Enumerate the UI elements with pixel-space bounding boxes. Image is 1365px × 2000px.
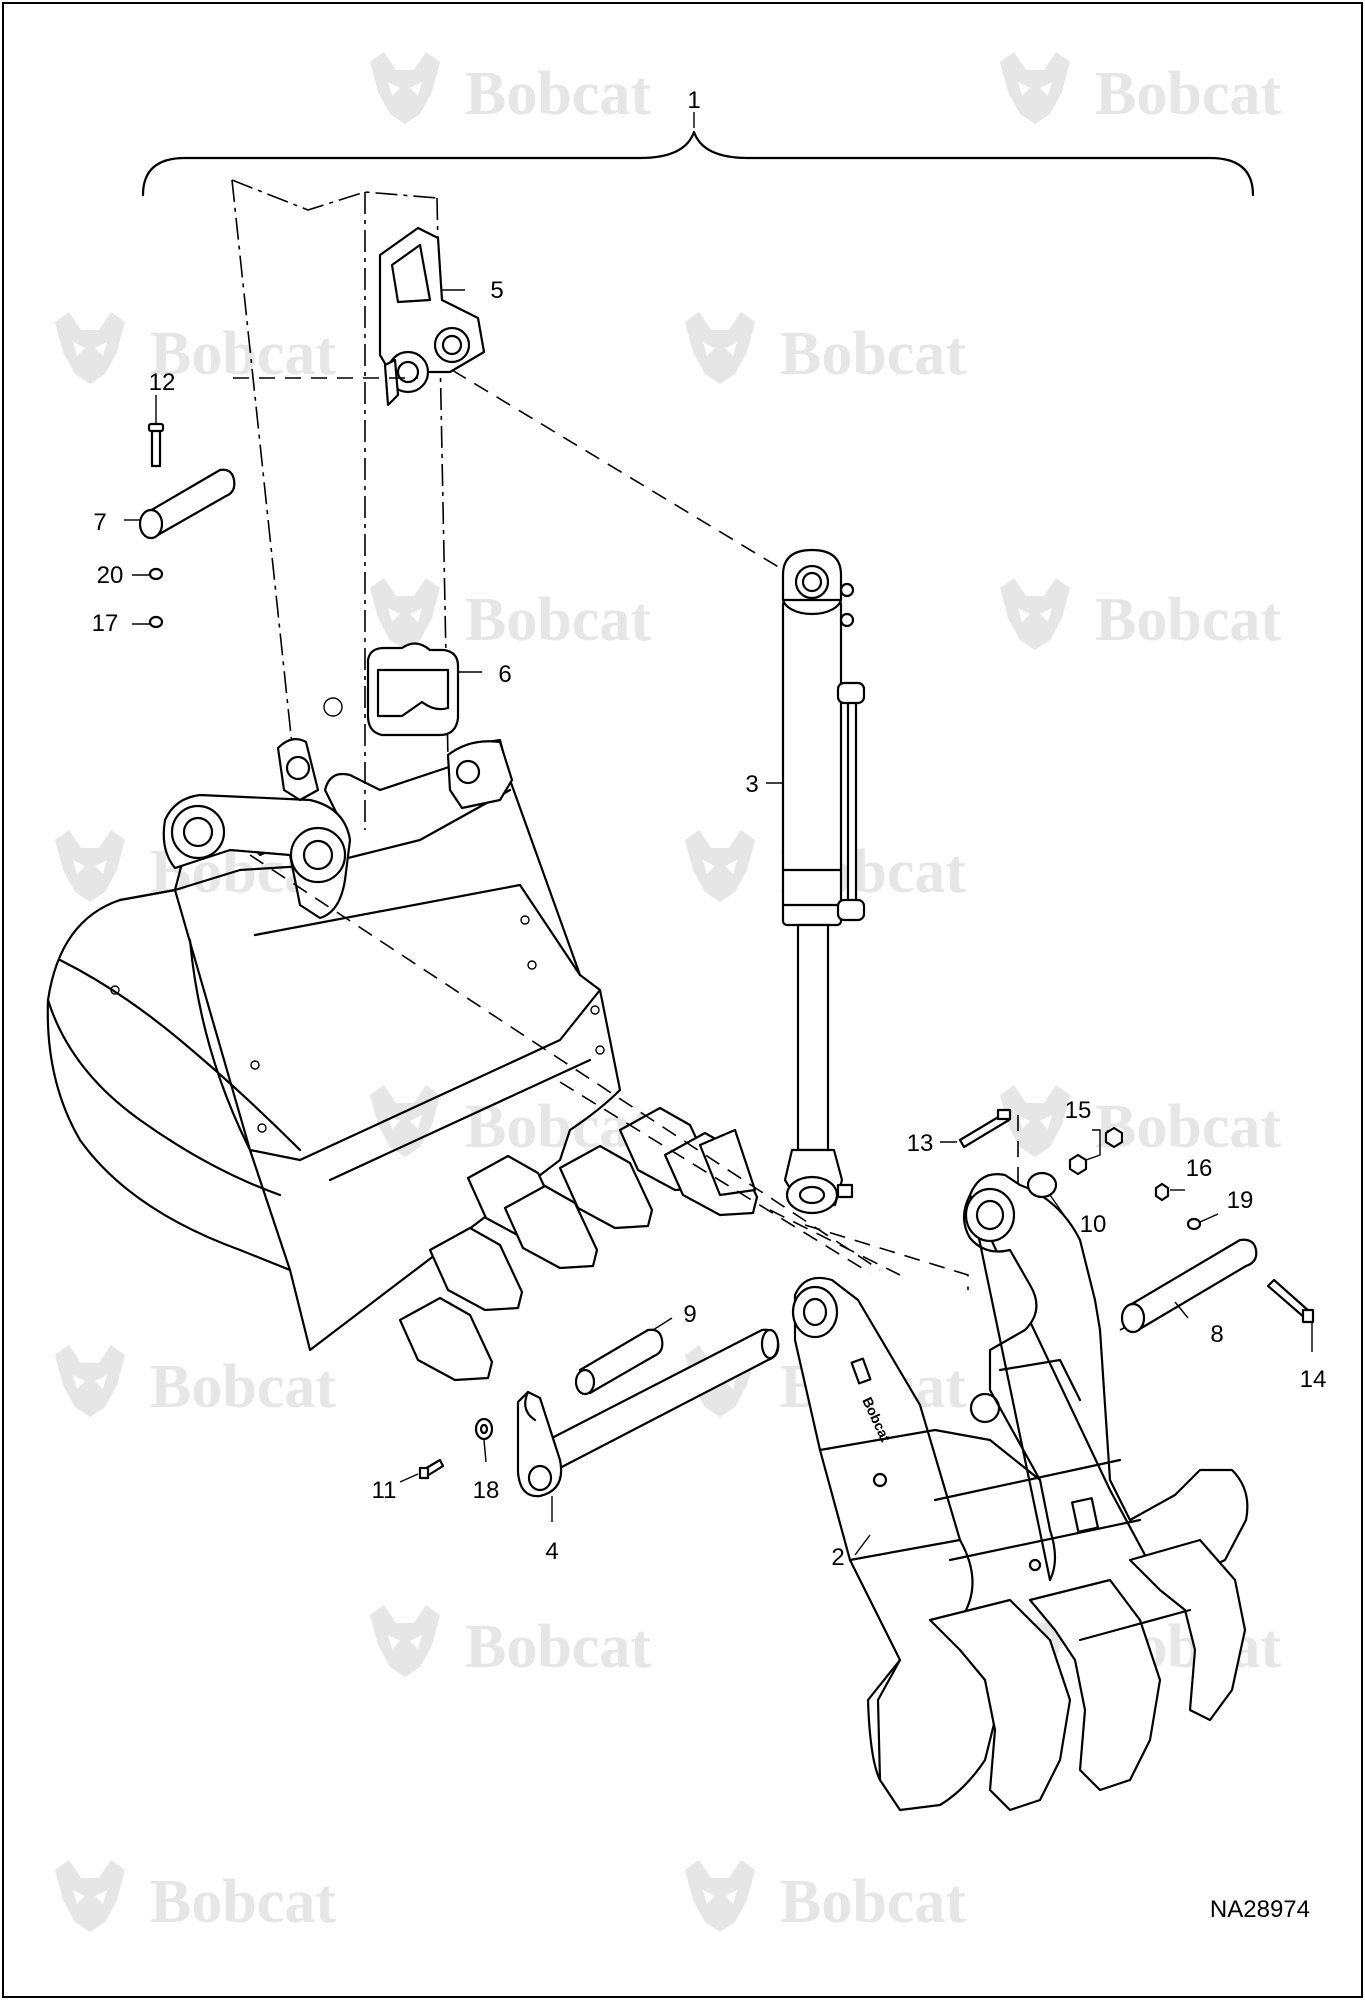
callout-9: 9 — [683, 1301, 696, 1328]
callout-6: 6 — [498, 661, 511, 688]
watermark-text: Bobcat — [1095, 1093, 1281, 1161]
pin-bolt — [147, 422, 165, 468]
assembly-brace — [141, 130, 1255, 197]
watermark-text: Bobcat — [150, 1868, 336, 1936]
callout-12: 12 — [149, 369, 176, 396]
callout-16: 16 — [1186, 1155, 1213, 1182]
watermark-text: Bobcat — [465, 586, 651, 654]
watermark-text: Bobcat — [780, 320, 966, 388]
watermark-text: Bobcat — [465, 60, 651, 128]
hydraulic-cylinder — [781, 548, 866, 1215]
callout-2: 2 — [831, 1544, 844, 1571]
long-pin-with-lock — [516, 1328, 780, 1498]
callout-20: 20 — [97, 562, 124, 589]
callout-17: 17 — [92, 610, 119, 637]
callout-10: 10 — [1080, 1211, 1107, 1238]
washer-19 — [1186, 1217, 1202, 1231]
nut-16 — [1154, 1182, 1170, 1202]
pivot-pin-lower — [1120, 1238, 1258, 1334]
callout-11: 11 — [372, 1477, 397, 1504]
clamp-lower-plate — [366, 642, 460, 737]
callout-13: 13 — [907, 1130, 934, 1157]
watermark-text: Bobcat — [465, 1613, 651, 1681]
callout-4: 4 — [545, 1538, 558, 1565]
pivot-pin-upper — [138, 468, 236, 540]
washer-18 — [474, 1417, 494, 1441]
centerlines — [233, 369, 1171, 1331]
leader-lines — [124, 112, 1313, 1556]
callout-18: 18 — [473, 1477, 500, 1504]
callout-7: 7 — [93, 509, 106, 536]
bucket — [46, 737, 759, 1382]
drawing-id: NA28974 — [1210, 1896, 1310, 1923]
clamp-body: Bobcat — [791, 1171, 1249, 1812]
watermark-text: Bobcat — [150, 320, 336, 388]
watermark-text: Bobcat — [1095, 60, 1281, 128]
bolt-14 — [1266, 1278, 1315, 1324]
washer-20 — [148, 567, 164, 581]
bolt-11 — [418, 1458, 445, 1480]
callouts: 1 2 3 4 5 6 7 8 9 10 11 12 13 14 15 16 1… — [92, 87, 1327, 1571]
callout-14: 14 — [1300, 1366, 1327, 1393]
clamp-upper-bracket — [378, 226, 486, 407]
watermark-text: Bobcat — [1095, 586, 1281, 654]
callout-5: 5 — [490, 277, 503, 304]
callout-1: 1 — [687, 87, 700, 114]
callout-3: 3 — [745, 771, 758, 798]
watermark-text: Bobcat — [150, 1353, 336, 1421]
short-pin — [574, 1328, 664, 1396]
nut-15-a — [1068, 1153, 1088, 1176]
callout-8: 8 — [1210, 1321, 1223, 1348]
watermark-text: Bobcat — [780, 1868, 966, 1936]
bolt-13 — [958, 1108, 1012, 1149]
callout-19: 19 — [1227, 1187, 1254, 1214]
nut-17 — [148, 615, 164, 629]
nut-15-b — [1104, 1126, 1124, 1149]
callout-15: 15 — [1065, 1097, 1092, 1124]
